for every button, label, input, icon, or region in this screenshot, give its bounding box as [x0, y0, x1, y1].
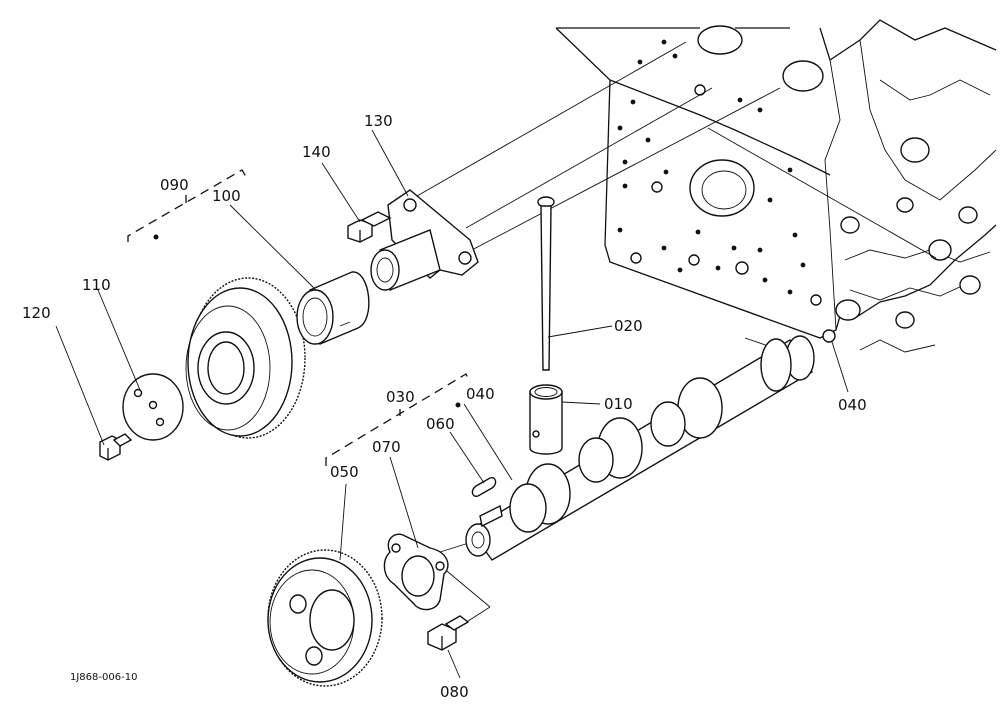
- part-070-plate: [383, 533, 449, 611]
- callout-060: 060: [426, 415, 455, 433]
- camshaft: [465, 335, 815, 561]
- callout-080: 080: [440, 683, 469, 701]
- part-040-ball: [822, 329, 836, 343]
- part-100-bushing: [296, 271, 370, 345]
- engine-block: [555, 19, 997, 353]
- callout-leaders: [55, 129, 849, 679]
- callout-010: 010: [604, 395, 633, 413]
- callout-020: 020: [614, 317, 643, 335]
- part-140-bolt: [347, 211, 392, 243]
- callout-120: 120: [22, 304, 51, 322]
- callout-070: 070: [372, 438, 401, 456]
- part-110-plate: [122, 373, 184, 441]
- part-130-shaft: [370, 189, 479, 291]
- callout-130: 130: [364, 112, 393, 130]
- callout-090: 090: [160, 176, 189, 194]
- callout-100: 100: [212, 187, 241, 205]
- callout-050: 050: [330, 463, 359, 481]
- part-120-bolt: [99, 433, 133, 461]
- callout-030: 030: [386, 388, 415, 406]
- part-020-push-rod: [537, 196, 555, 371]
- drawing-number: 1J868-006-10: [70, 672, 137, 683]
- part-050-gear: [267, 549, 383, 687]
- callout-040-ball: 040: [838, 396, 867, 414]
- part-080-bolt: [427, 615, 470, 651]
- part-090-gear: [185, 277, 306, 439]
- callout-labels: 120 110 090 100 140 130 020 010 040 030 …: [22, 112, 867, 701]
- callout-140: 140: [302, 143, 331, 161]
- assembly-lines: [409, 41, 937, 631]
- part-060-key: [471, 476, 497, 498]
- assembly-brackets: [127, 169, 471, 466]
- part-010-tappet: [529, 384, 563, 455]
- callout-110: 110: [82, 276, 111, 294]
- callout-040-group: 040: [466, 385, 495, 403]
